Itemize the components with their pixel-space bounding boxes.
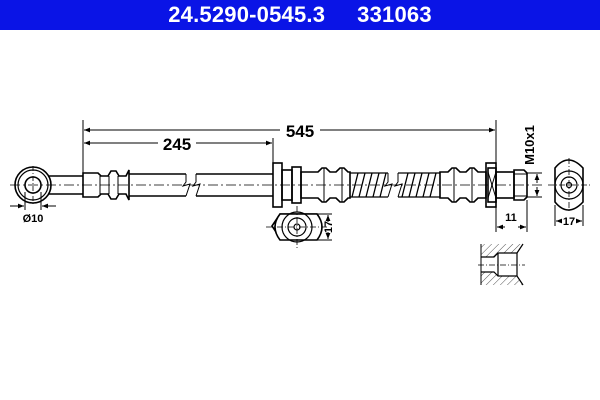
port-section-view: [478, 243, 525, 286]
overall-length-dimension: [82, 120, 497, 178]
title-banner: 24.5290-0545.3 331063: [0, 0, 600, 30]
eye-diameter-dimension: [10, 192, 56, 210]
overall-length-label: 545: [286, 122, 314, 141]
part-number: 24.5290-0545.3: [168, 2, 326, 27]
partial-length-label: 245: [163, 135, 191, 154]
eye-diameter-label: Ø10: [23, 213, 44, 225]
end-view-right: [548, 158, 590, 226]
hose-segment-left: [129, 173, 273, 197]
thread-size-dimension: [527, 172, 542, 198]
reference-number: 331063: [357, 2, 432, 27]
middle-width-label: 17: [323, 221, 335, 233]
end-view-middle: [266, 206, 332, 248]
thread-length-dimension: [495, 200, 528, 232]
thread-length-label: 11: [505, 212, 517, 224]
end-width-label: 17: [563, 216, 575, 228]
thread-size-label: M10x1: [522, 125, 537, 165]
